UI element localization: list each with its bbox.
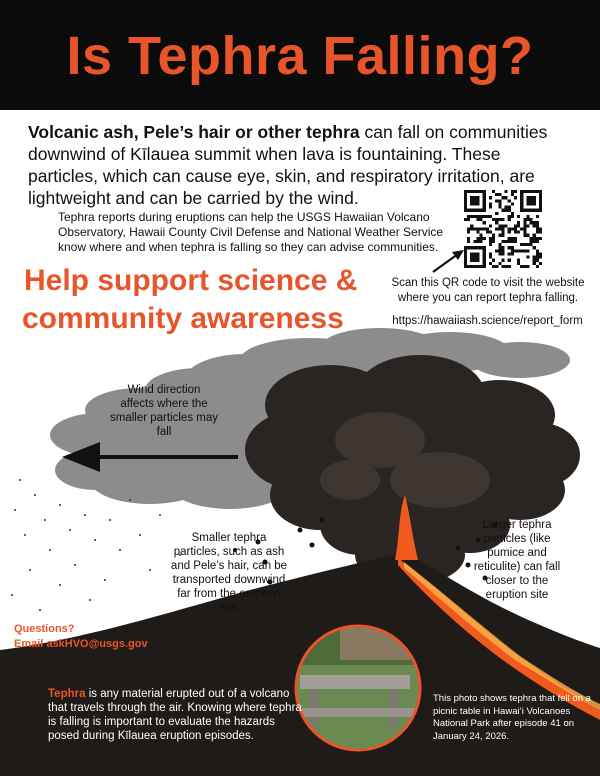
wind-direction-arrow (62, 442, 238, 472)
wind-direction-label: Wind direction affects where the smaller… (110, 384, 218, 438)
small-particles-label: Smaller tephra particles, such as ash an… (170, 532, 288, 614)
tephra-definition: Tephra is any material erupted out of a … (48, 687, 308, 743)
volcano-illustration (0, 328, 600, 776)
header-banner (0, 0, 600, 110)
help-heading-line1: Help support science & (24, 264, 358, 297)
qr-code[interactable] (464, 190, 542, 268)
help-heading-line2: community awareness (22, 302, 344, 335)
arrow-to-qr-icon (432, 250, 464, 273)
questions-label: Questions? (14, 623, 75, 635)
small-ash-particles (11, 479, 181, 611)
intro-bold-lead: Volcanic ash, Pele’s hair or other tephr… (28, 122, 360, 142)
photo-caption: This photo shows tephra that fell on a p… (433, 693, 591, 742)
tephra-term: Tephra (48, 688, 86, 700)
report-url-link[interactable]: https://hawaiiash.science/report_form (392, 315, 583, 327)
contact-email-link[interactable]: Email askHVO@usgs.gov (14, 638, 148, 650)
large-particles-label: Larger tephra particles (like pumice and… (473, 519, 561, 601)
page-title: Is Tephra Falling? (66, 26, 534, 86)
questions-block: Questions? Email askHVO@usgs.gov (14, 622, 148, 652)
tephra-definition-text: is any material erupted out of a volcano… (48, 688, 302, 742)
large-tephra-particles (233, 517, 498, 585)
intro-text: can fall on communities downwind of Kīla… (28, 122, 548, 208)
intro-paragraph: Volcanic ash, Pele’s hair or other tephr… (28, 121, 548, 209)
lava-fountain (395, 495, 418, 560)
qr-scan-instructions: Scan this QR code to visit the website w… (391, 277, 585, 304)
reports-paragraph: Tephra reports during eruptions can help… (58, 210, 444, 254)
